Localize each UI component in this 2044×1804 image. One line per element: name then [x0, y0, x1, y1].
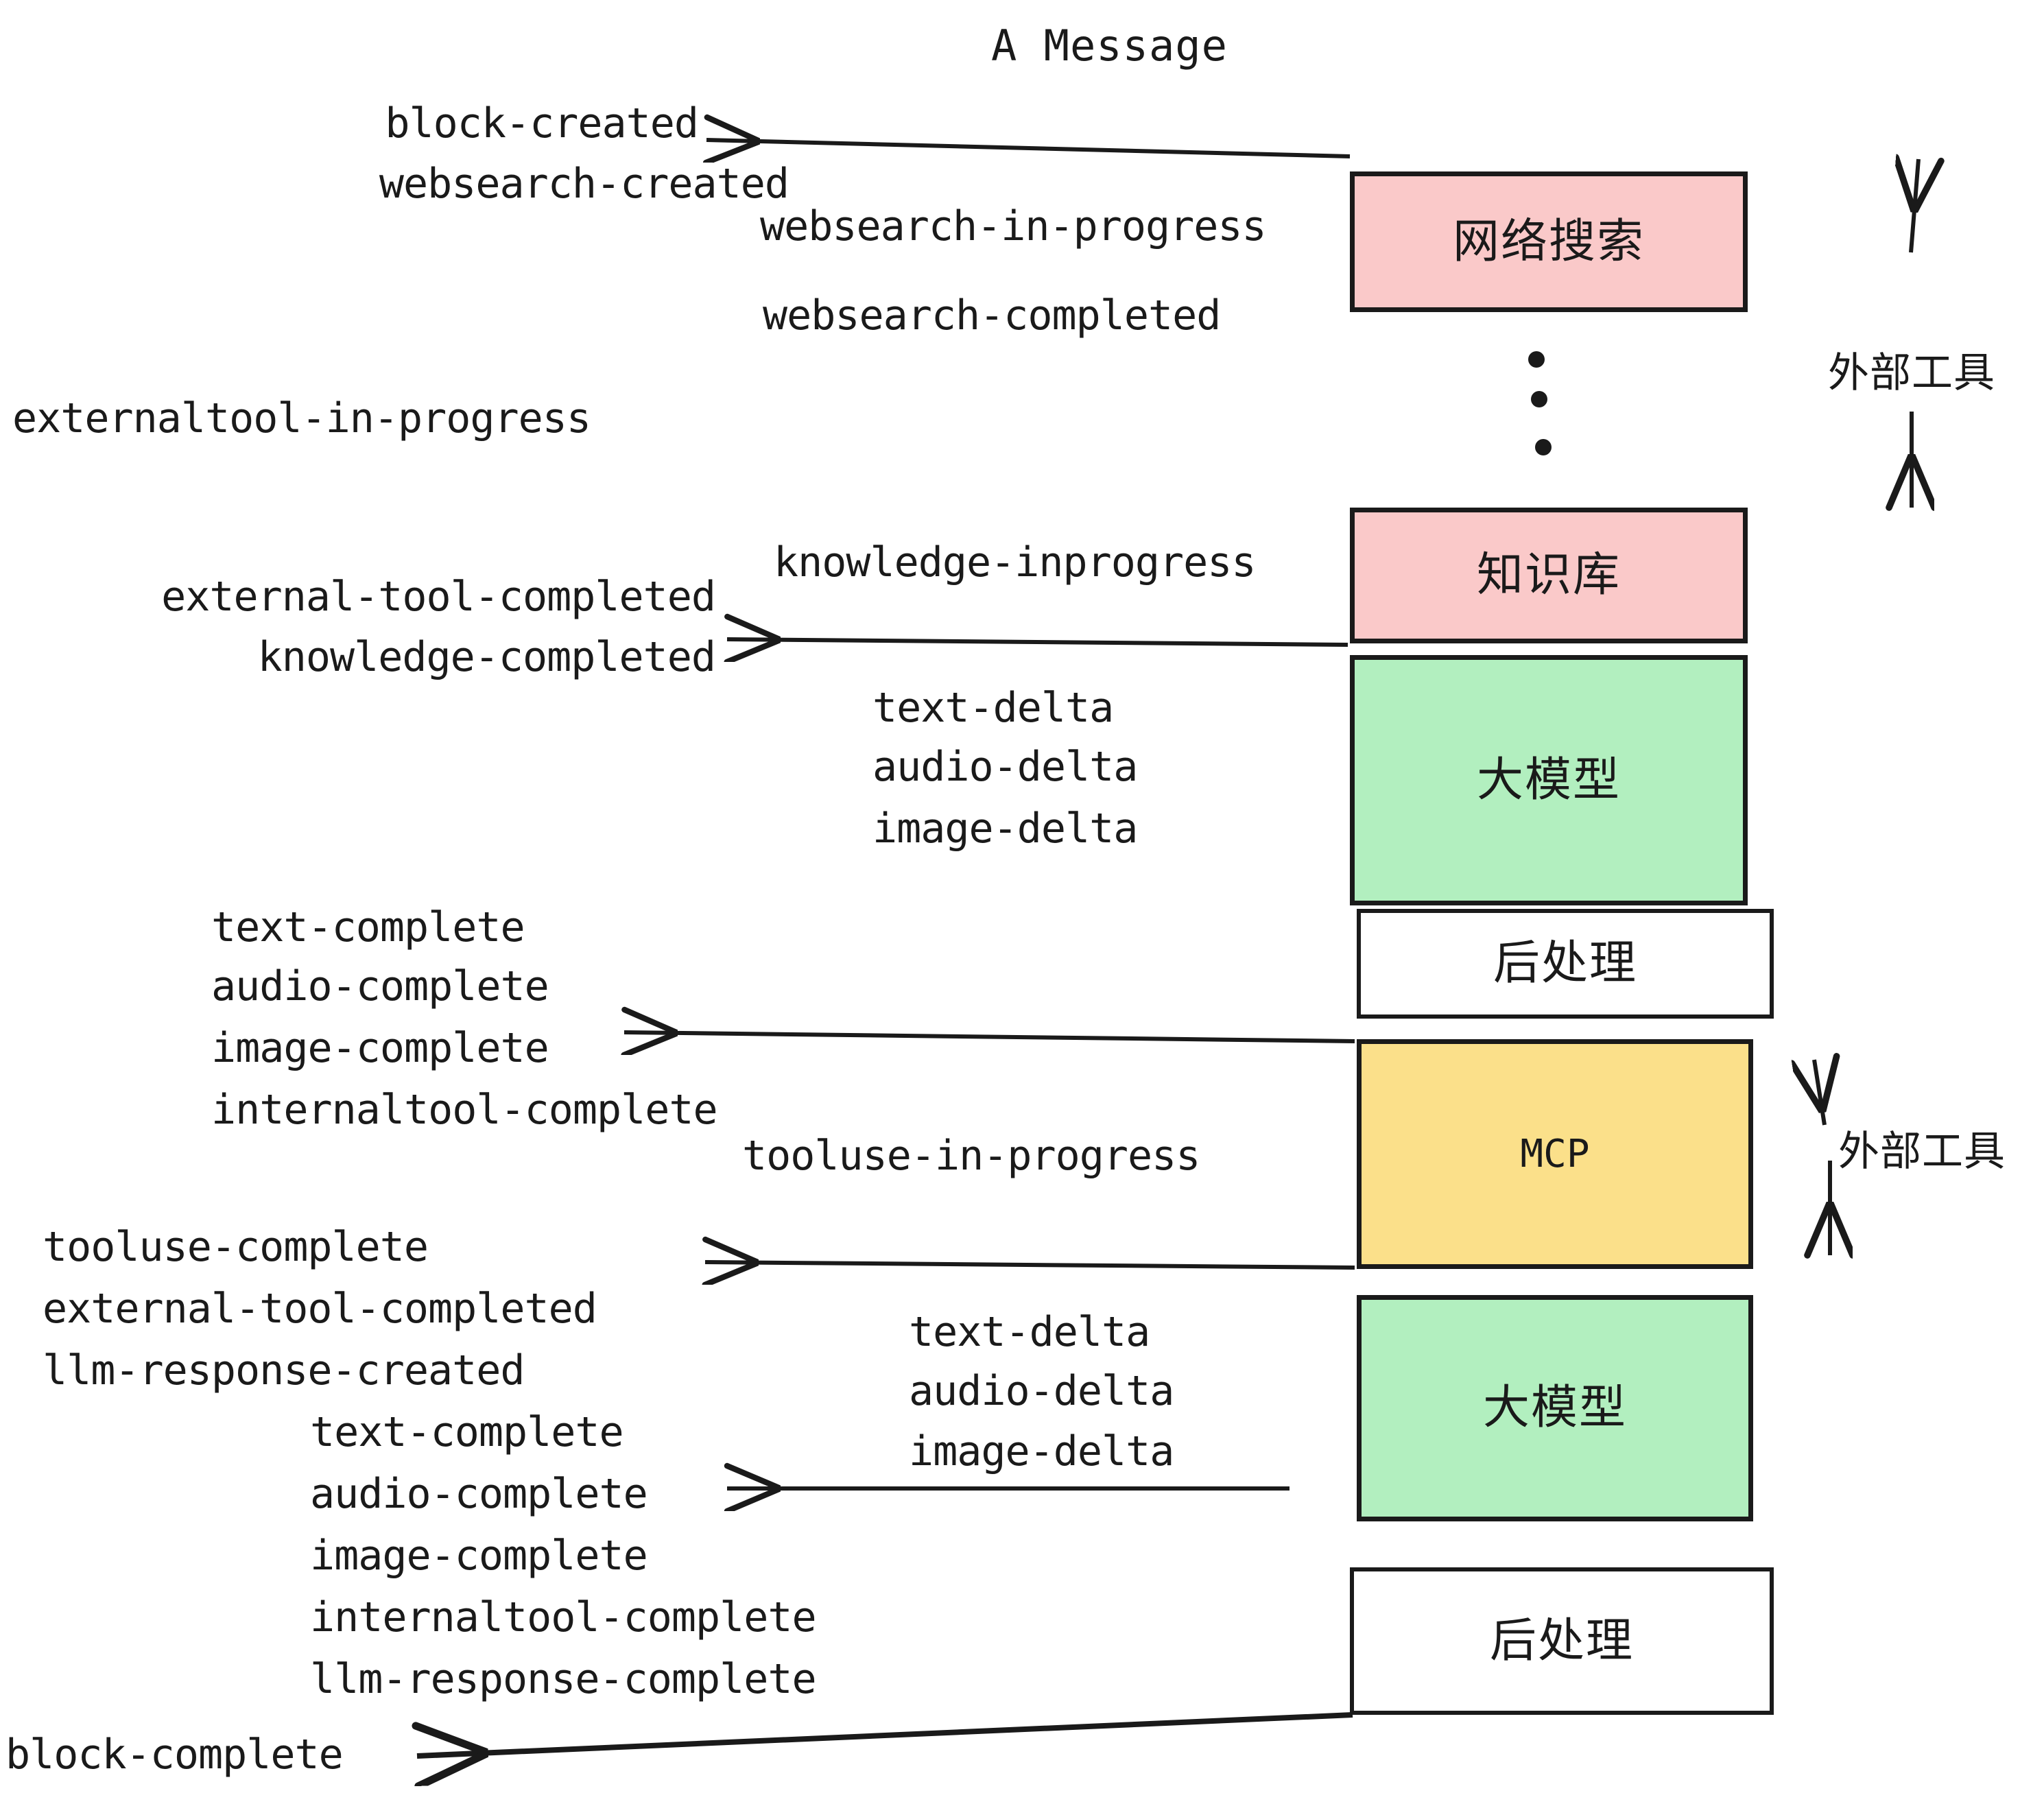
arrow-postprocess2-to-block-complete — [417, 1712, 1353, 1756]
event-external-tool-completed-1: external-tool-completed — [161, 573, 716, 621]
side-label-external-tool-top: 外部工具 — [1828, 349, 1995, 397]
event-audio-complete-2: audio-complete — [310, 1470, 648, 1518]
event-audio-delta-2: audio-delta — [909, 1367, 1174, 1415]
box-postprocess-1-label: 后处理 — [1493, 936, 1637, 990]
event-llm-response-complete: llm-response-complete — [310, 1655, 817, 1703]
side-label-external-tool-bottom: 外部工具 — [1838, 1128, 2006, 1176]
arrow-mcp-to-tooluse-complete — [705, 1262, 1355, 1268]
arrow-knowledge-to-completed — [727, 639, 1348, 645]
arrow-external-tool-bottom-up — [1814, 1060, 1825, 1126]
event-image-delta-2: image-delta — [909, 1427, 1174, 1475]
event-knowledge-completed: knowledge-completed — [257, 633, 716, 681]
box-knowledge[interactable]: 知识库 — [1350, 508, 1748, 643]
ellipsis-dot-icon — [1531, 391, 1547, 407]
event-image-complete-1: image-complete — [211, 1024, 549, 1072]
event-externaltool-in-progress: externaltool-in-progress — [12, 394, 591, 442]
event-audio-delta-1: audio-delta — [872, 743, 1138, 791]
arrow-websearch-to-created — [706, 140, 1351, 156]
event-audio-complete-1: audio-complete — [211, 962, 549, 1010]
box-mcp[interactable]: MCP — [1357, 1039, 1753, 1269]
event-internaltool-complete-2: internaltool-complete — [310, 1593, 817, 1641]
arrow-external-tool-top-up — [1911, 159, 1918, 253]
event-knowledge-inprogress: knowledge-inprogress — [774, 538, 1256, 586]
box-postprocess-2[interactable]: 后处理 — [1350, 1567, 1774, 1715]
event-tooluse-in-progress: tooluse-in-progress — [742, 1132, 1200, 1180]
box-postprocess-1[interactable]: 后处理 — [1357, 909, 1774, 1019]
event-text-complete-2: text-complete — [310, 1408, 624, 1456]
box-mcp-label: MCP — [1520, 1131, 1590, 1176]
event-block-created: block-created — [385, 99, 699, 147]
box-websearch[interactable]: 网络搜索 — [1350, 171, 1748, 312]
event-websearch-in-progress: websearch-in-progress — [760, 202, 1267, 250]
event-external-tool-completed-2: external-tool-completed — [43, 1285, 597, 1333]
ellipsis-dot-icon — [1535, 439, 1552, 455]
event-text-complete-1: text-complete — [211, 903, 525, 951]
box-llm-2-label: 大模型 — [1482, 1381, 1627, 1435]
event-image-complete-2: image-complete — [310, 1532, 648, 1580]
event-tooluse-complete: tooluse-complete — [43, 1223, 429, 1271]
box-knowledge-label: 知识库 — [1476, 548, 1621, 602]
event-llm-response-created: llm-response-created — [43, 1346, 525, 1394]
box-postprocess-2-label: 后处理 — [1489, 1613, 1634, 1668]
box-llm-1-label: 大模型 — [1476, 752, 1621, 807]
event-internaltool-complete-1: internaltool-complete — [211, 1086, 718, 1134]
box-llm-1[interactable]: 大模型 — [1350, 655, 1748, 905]
event-websearch-created: websearch-created — [379, 160, 789, 208]
event-text-delta-1: text-delta — [872, 684, 1114, 732]
event-text-delta-2: text-delta — [909, 1308, 1150, 1356]
box-llm-2[interactable]: 大模型 — [1357, 1295, 1753, 1521]
diagram-title: A Message — [991, 21, 1228, 71]
event-image-delta-1: image-delta — [872, 805, 1138, 853]
event-block-complete: block-complete — [5, 1731, 344, 1779]
event-websearch-completed: websearch-completed — [763, 292, 1221, 340]
box-websearch-label: 网络搜索 — [1452, 214, 1645, 269]
ellipsis-dot-icon — [1528, 351, 1545, 368]
arrow-postprocess1-to-image-complete — [624, 1032, 1355, 1041]
